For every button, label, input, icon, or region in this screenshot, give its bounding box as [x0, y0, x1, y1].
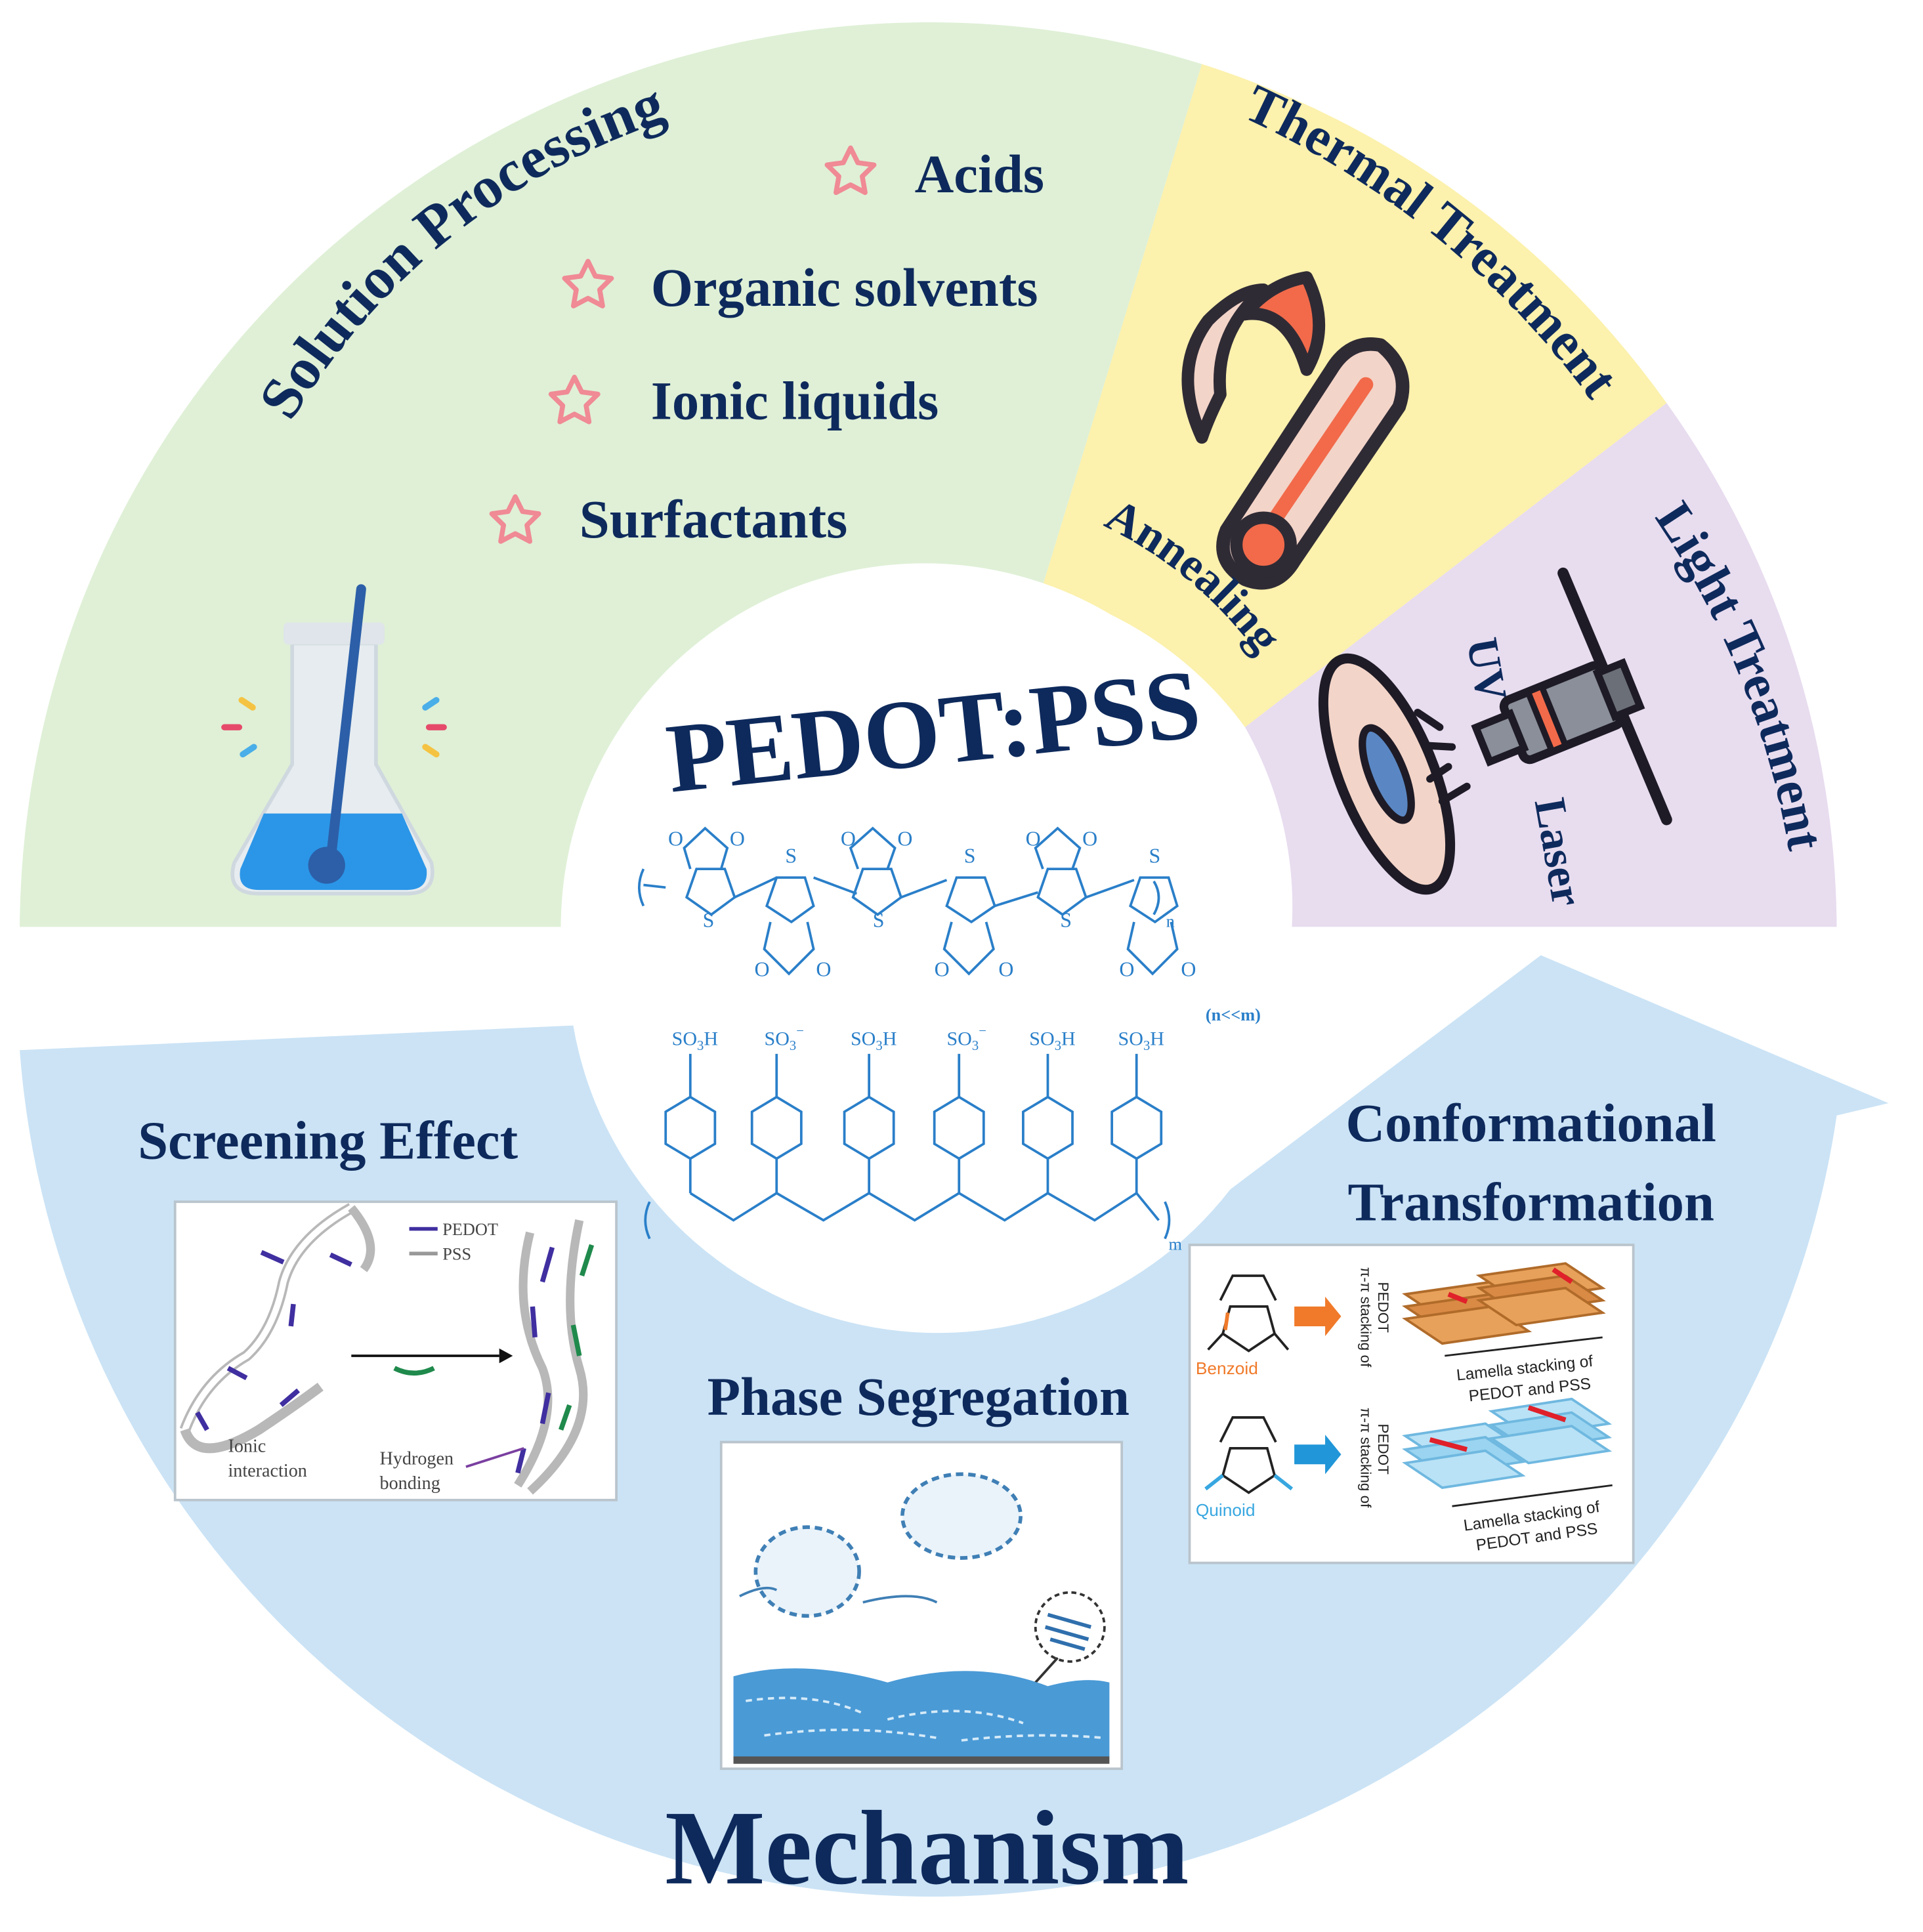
- pedot-structure: [637, 826, 1179, 976]
- conformational-title-line-1: Conformational: [1345, 1093, 1716, 1153]
- svg-text:O: O: [730, 827, 745, 850]
- svg-text:interaction: interaction: [228, 1461, 306, 1481]
- phase-segregation-title: Phase Segregation: [708, 1366, 1130, 1427]
- mechanism-title: Mechanism: [665, 1789, 1189, 1906]
- svg-text:Ionic: Ionic: [228, 1437, 266, 1457]
- svg-text:O: O: [998, 958, 1013, 981]
- pedot-atom-labels: O O S O O S O O S O O S O O S O O S: [668, 827, 1196, 980]
- svg-text:O: O: [1026, 827, 1041, 850]
- svg-text:PEDOT: PEDOT: [1375, 1282, 1391, 1333]
- phase-segregation-panel: [719, 1440, 1124, 1771]
- svg-text:S: S: [1060, 908, 1072, 931]
- svg-text:PSS: PSS: [442, 1245, 471, 1264]
- conformational-title-line-2: Transformation: [1348, 1171, 1714, 1232]
- center-circle: [560, 563, 1288, 1291]
- benzoid-arrow-icon: [1294, 1296, 1342, 1336]
- benzoid-lamella-stack: [1402, 1262, 1606, 1345]
- svg-text:O: O: [1082, 827, 1097, 850]
- svg-text:SO3H: SO3H: [672, 1028, 718, 1054]
- svg-text:O: O: [754, 958, 769, 981]
- svg-text:SO3−: SO3−: [946, 1024, 986, 1054]
- quinoid-label: Quinoid: [1196, 1500, 1256, 1520]
- svg-text:S: S: [703, 908, 715, 931]
- solution-item-ionic-liquids: Ionic liquids: [651, 371, 939, 431]
- pss-subscript-m: m: [1169, 1234, 1183, 1253]
- svg-text:Hydrogen: Hydrogen: [379, 1448, 454, 1469]
- screening-effect-title: Screening Effect: [138, 1110, 518, 1171]
- svg-text:SO3−: SO3−: [764, 1024, 803, 1054]
- solution-item-surfactants: Surfactants: [580, 489, 848, 549]
- screening-effect-panel: PEDOT PSS Ionic interaction Hydrogen bon…: [173, 1200, 618, 1502]
- quinoid-arrow-icon: [1294, 1435, 1342, 1475]
- svg-text:O: O: [1119, 958, 1134, 981]
- uv-label: UV: [1457, 634, 1517, 705]
- solution-item-acids: Acids: [915, 144, 1044, 204]
- svg-text:π-π stacking of: π-π stacking of: [1358, 1267, 1374, 1368]
- svg-text:S: S: [1149, 845, 1160, 868]
- pss-sulfonate-labels: SO3H SO3− SO3H SO3− SO3H SO3H: [672, 1024, 1164, 1054]
- svg-text:PEDOT: PEDOT: [442, 1220, 498, 1239]
- svg-text:O: O: [668, 827, 683, 850]
- svg-text:O: O: [816, 958, 831, 981]
- quinoid-lamella-stack: [1402, 1397, 1613, 1489]
- mechanism-band: [20, 955, 1889, 1897]
- svg-text:S: S: [964, 845, 976, 868]
- svg-text:PEDOT: PEDOT: [1375, 1423, 1391, 1475]
- svg-text:bonding: bonding: [379, 1473, 440, 1494]
- laser-icon: [1318, 567, 1672, 895]
- svg-text:SO3H: SO3H: [1029, 1028, 1075, 1054]
- conformational-panel: Benzoid π-π stacking of PEDOT Lamella st…: [1188, 1244, 1635, 1564]
- pss-structure: [644, 1053, 1171, 1240]
- svg-text:O: O: [841, 827, 856, 850]
- svg-text:π-π stacking of: π-π stacking of: [1358, 1408, 1374, 1508]
- svg-text:O: O: [897, 827, 912, 850]
- svg-text:S: S: [873, 908, 885, 931]
- svg-text:O: O: [1181, 958, 1196, 981]
- svg-text:SO3H: SO3H: [1118, 1028, 1164, 1054]
- pedot-subscript-n: n: [1166, 912, 1175, 931]
- solution-item-organic-solvents: Organic solvents: [651, 257, 1038, 318]
- benzoid-label: Benzoid: [1196, 1358, 1258, 1378]
- svg-text:O: O: [935, 958, 950, 981]
- ratio-label: (n<<m): [1206, 1005, 1261, 1024]
- thermometer-flame-icon: [1181, 271, 1410, 590]
- svg-text:SO3H: SO3H: [851, 1028, 897, 1054]
- svg-text:S: S: [785, 845, 797, 868]
- flask-icon: [221, 584, 447, 896]
